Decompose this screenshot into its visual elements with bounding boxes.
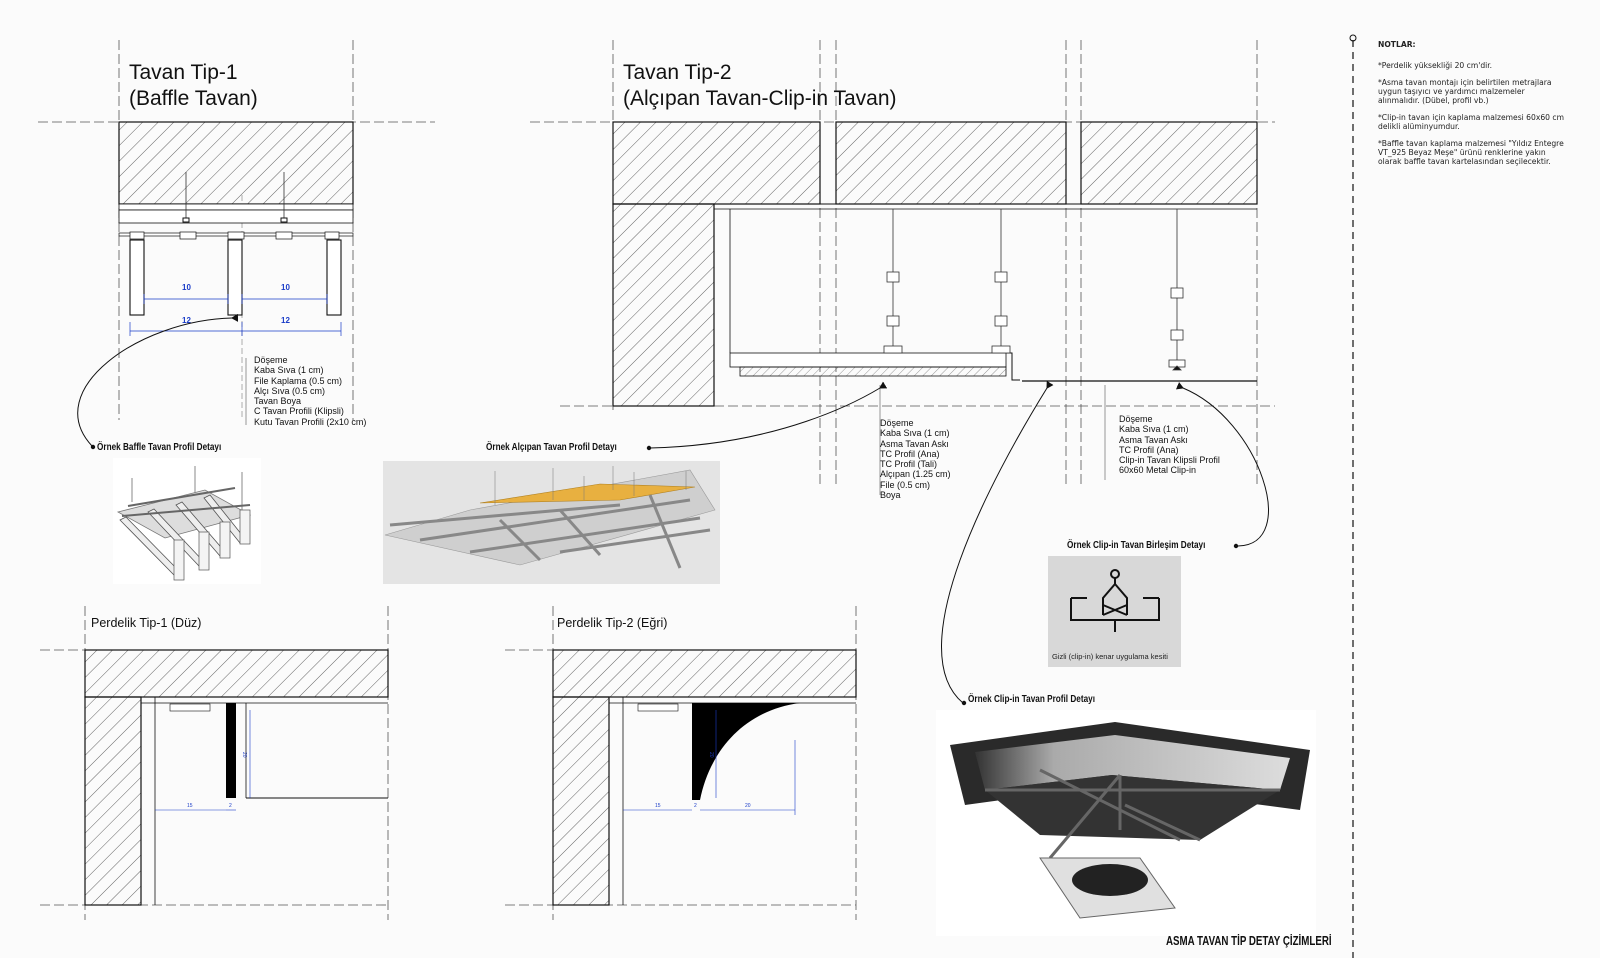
caption-baffle: Örnek Baffle Tavan Profil Detayı [97,442,222,453]
tip1-title-line2: (Baffle Tavan) [129,87,258,110]
layer-item: Döşeme [1119,414,1153,424]
layer-item: TC Profil (Tali) [880,459,938,470]
alcipan-3d-illustration [383,461,720,584]
layer-item: Clip-in Tavan Klipsli Profil [1119,455,1220,466]
notes-panel: NOTLAR: *Perdelik yüksekliği 20 cm'dir. … [1378,40,1568,174]
dim-width: 15 [187,803,193,809]
layer-item: TC Profil (Ana) [1119,444,1179,455]
dim-thickness: 2 [694,803,697,809]
dim-thickness: 2 [229,803,232,809]
layer-item: Alçıpan (1.25 cm) [880,469,951,480]
clipin-3d-illustration [936,710,1316,936]
dim-width: 15 [655,803,661,809]
clipin-joint-subcaption: Gizli (clip-in) kenar uygulama kesiti [1052,652,1168,661]
dim-inner-b: 10 [281,283,290,292]
layer-item: Asma Tavan Askı [880,438,949,449]
tip2-layer-list-b: Döşeme Kaba Sıva (1 cm) Asma Tavan Askı … [1119,414,1220,476]
caption-clipin-joint: Örnek Clip-in Tavan Birleşim Detayı [1067,540,1206,551]
layer-item: Kaba Sıva (1 cm) [880,428,950,439]
tip1-title: Tavan Tip-1 (Baffle Tavan) [129,60,258,112]
tip2-title: Tavan Tip-2 (Alçıpan Tavan-Clip-in Tavan… [623,60,897,112]
clipin-joint-detail [1048,556,1181,667]
perdelik2-section: 15 2 20 20 [505,606,857,920]
tip2-layer-list-a: Döşeme Kaba Sıva (1 cm) Asma Tavan Askı … [880,418,951,500]
tip1-section: 10 10 12 12 [38,40,435,450]
layer-item: C Tavan Profili (Klipsli) [254,406,344,417]
layer-item: Tavan Boya [254,396,302,407]
layer-item: Döşeme [880,418,914,428]
layer-item: TC Profil (Ana) [880,448,940,459]
dim-inner-a: 10 [182,283,191,292]
layer-item: 60x60 Metal Clip-in [1119,465,1197,476]
layer-item: Döşeme [254,355,288,365]
dim-curve: 20 [745,803,751,809]
perdelik1-title: Perdelik Tip-1 (Düz) [91,616,202,630]
tip1-layer-list: Döşeme Kaba Sıva (1 cm) File Kaplama (0.… [254,355,366,427]
sheet-title: ASMA TAVAN TİP DETAY ÇİZİMLERİ [1166,934,1332,948]
note-item: *Baffle tavan kaplama malzemesi "Yıldız … [1378,139,1564,166]
perdelik1-section: 15 2 20 [40,606,389,920]
dim-outer-a: 12 [182,316,191,325]
dim-height: 20 [708,752,714,758]
notes-heading: NOTLAR: [1378,40,1416,49]
layer-item: Kaba Sıva (1 cm) [1119,424,1189,435]
tip1-title-line1: Tavan Tip-1 [129,61,238,84]
note-item: *Perdelik yüksekliği 20 cm'dir. [1378,61,1493,70]
layer-item: File Kaplama (0.5 cm) [254,375,343,386]
baffle-3d-illustration [113,458,261,584]
layer-item: Alçı Sıva (0.5 cm) [254,385,326,396]
layer-item: Asma Tavan Askı [1119,434,1188,445]
layer-item: Kaba Sıva (1 cm) [254,365,324,376]
dim-outer-b: 12 [281,316,290,325]
layer-item: Boya [880,490,901,501]
tip2-title-line2: (Alçıpan Tavan-Clip-in Tavan) [623,87,897,110]
note-item: *Asma tavan montajı için belirtilen metr… [1378,78,1552,105]
layer-item: Kutu Tavan Profili (2x10 cm) [254,416,367,427]
tip2-title-line1: Tavan Tip-2 [623,61,732,84]
perdelik2-title: Perdelik Tip-2 (Eğri) [557,616,668,630]
dim-height: 20 [241,752,247,758]
caption-alcipan: Örnek Alçıpan Tavan Profil Detayı [486,442,617,453]
tip2-section [530,40,1275,706]
note-item: *Clip-in tavan için kaplama malzemesi 60… [1378,113,1564,131]
layer-item: File (0.5 cm) [880,479,931,490]
caption-clipin-profile: Örnek Clip-in Tavan Profil Detayı [968,694,1095,705]
